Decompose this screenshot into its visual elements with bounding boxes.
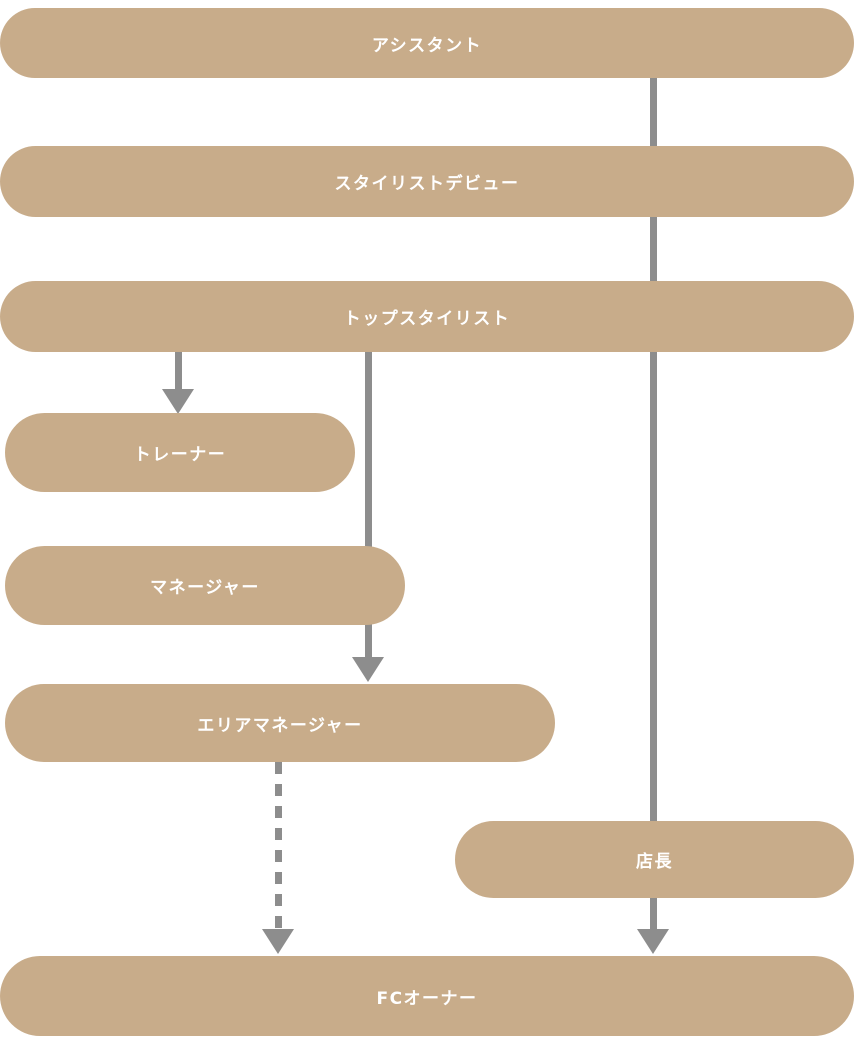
- arrow-line-top-stylist-to-area-manager: [365, 350, 372, 658]
- node-area-manager: エリアマネージャー: [5, 684, 555, 762]
- node-assistant: アシスタント: [0, 8, 854, 78]
- node-top-stylist: トップスタイリスト: [0, 281, 854, 352]
- node-stylist-debut-label: スタイリストデビュー: [334, 174, 520, 194]
- node-area-manager-label: エリアマネージャー: [197, 715, 363, 736]
- arrow-line-top-stylist-to-trainer: [175, 350, 182, 390]
- node-manager: マネージャー: [5, 546, 405, 625]
- node-top-stylist-label: トップスタイリスト: [343, 309, 511, 329]
- node-fc-owner-label: FCオーナー: [376, 988, 478, 1009]
- arrowhead-fc-owner-dashed: [262, 929, 294, 954]
- arrowhead-area-manager: [352, 657, 384, 682]
- node-store-manager-label: 店長: [636, 852, 673, 872]
- node-trainer-label: トレーナー: [133, 445, 227, 465]
- dashed-arrow-line-area-manager-to-fc-owner: [275, 762, 282, 928]
- node-manager-label: マネージャー: [150, 578, 260, 598]
- node-fc-owner: FCオーナー: [0, 956, 854, 1036]
- node-stylist-debut: スタイリストデビュー: [0, 146, 854, 217]
- node-store-manager: 店長: [455, 821, 854, 898]
- node-assistant-label: アシスタント: [371, 35, 483, 56]
- arrow-line-assistant-to-fc-owner: [650, 78, 657, 930]
- arrowhead-fc-owner: [637, 929, 669, 954]
- node-trainer: トレーナー: [5, 413, 355, 492]
- arrowhead-trainer: [162, 389, 194, 414]
